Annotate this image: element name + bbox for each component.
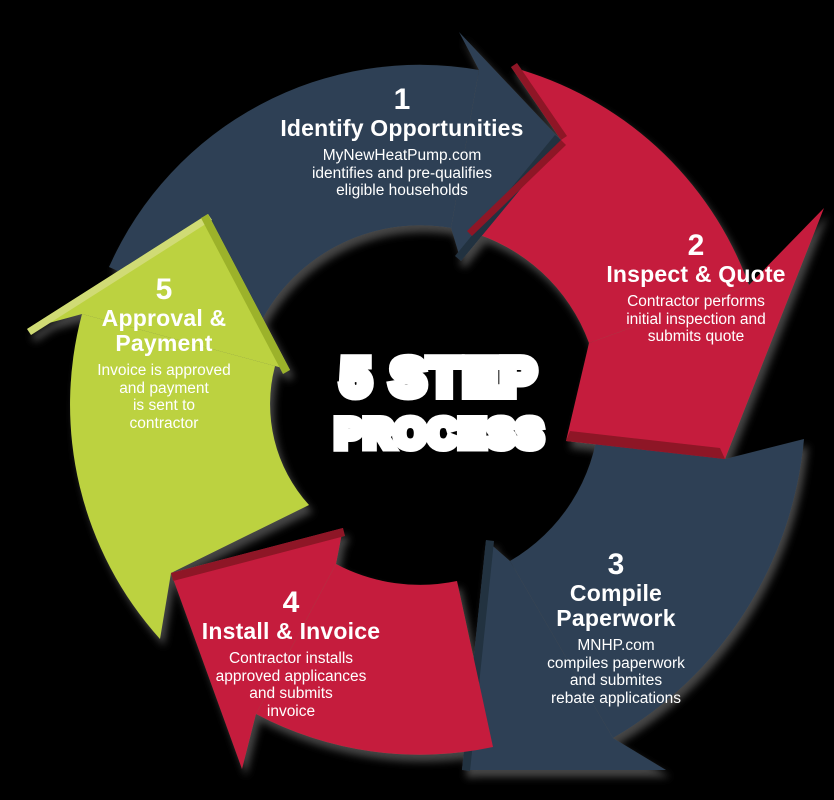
- step-1-body-line-2: identifies and pre-qualifies: [311, 164, 493, 182]
- step-5-description: Invoice is approved and payment is sent …: [39, 362, 289, 432]
- step-2-arrow-head: [566, 208, 824, 459]
- step-5-title-line-2: Payment: [115, 330, 213, 356]
- step-5-number: 5: [155, 273, 173, 306]
- step-1-title: Identify Opportunities: [277, 116, 527, 141]
- step-3-panel: 3 Compile Paperwork MNHP.com compiles pa…: [491, 549, 741, 707]
- step-3-title-line-1: Compile: [569, 580, 663, 606]
- center-title-line-1: 5 STEP: [336, 344, 540, 412]
- step-3-arrow-head: [462, 540, 666, 770]
- step-5-arrow-band: [70, 314, 309, 639]
- step-1-description: MyNewHeatPump.com identifies and pre-qua…: [277, 147, 527, 200]
- step-3-body-line-2: compiles paperwork: [547, 654, 685, 672]
- step-2-body-line-1: Contractor performs: [627, 293, 765, 310]
- step-4-body-line-2: approved applicances: [215, 667, 367, 685]
- step-5-title: Approval & Payment: [39, 306, 289, 356]
- step-3-body-line-4: rebate applications: [550, 689, 682, 707]
- step-2-title-line-1: Inspect & Quote: [606, 261, 786, 287]
- step-2-body-line-2: initial inspection and: [626, 310, 766, 328]
- step-2-tail-fold-a: [511, 63, 567, 140]
- step-2-arrow-fold: [566, 431, 725, 459]
- step-2-body-line-3: submits quote: [647, 328, 745, 345]
- step-4-body-line-3: and submits: [249, 685, 333, 702]
- step-3-body-line-1: MNHP.com: [577, 637, 655, 654]
- step-4-body-line-1: Contractor installs: [228, 650, 354, 667]
- step-2-description: Contractor performs initial inspection a…: [571, 293, 821, 346]
- step-2-tail-fold-b: [467, 140, 566, 236]
- step-5-body-line-3: is sent to: [132, 397, 196, 414]
- step-4-number: 4: [282, 586, 300, 619]
- step-3-description: MNHP.com compiles paperwork and submites…: [491, 637, 741, 707]
- step-3-title: Compile Paperwork: [491, 581, 741, 631]
- step-3-body-line-3: and submites: [569, 672, 663, 689]
- step-1-number: 1: [393, 83, 411, 116]
- step-1-body-line-3: eligible households: [336, 182, 468, 199]
- step-4-body-line-4: invoice: [266, 702, 316, 720]
- step-3-arrow-band: [510, 421, 804, 738]
- step-2-arrow-band: [467, 67, 749, 343]
- step-5-body-line-2: and payment: [119, 379, 209, 397]
- step-2-number: 2: [687, 229, 705, 262]
- step-2-title: Inspect & Quote: [571, 262, 821, 287]
- center-title-line-2: PROCESS: [331, 408, 548, 461]
- step-5-title-line-1: Approval &: [101, 305, 227, 331]
- step-3-number: 3: [607, 548, 625, 581]
- step-2-panel: 2 Inspect & Quote Contractor performs in…: [571, 230, 821, 346]
- step-5-arrow-highlight: [27, 214, 212, 335]
- step-1-arrow-head: [451, 32, 561, 261]
- step-1-title-line-1: Identify Opportunities: [280, 115, 524, 141]
- step-5-body-line-1: Invoice is approved: [97, 362, 231, 379]
- step-4-arrow-head: [171, 528, 343, 769]
- step-5-panel: 5 Approval & Payment Invoice is approved…: [39, 274, 289, 432]
- step-5-arrow-fold: [201, 214, 290, 374]
- center-title: 5 STEP PROCESS: [331, 344, 548, 461]
- step-4-arrow-band: [256, 564, 493, 755]
- step-5-body-line-4: contractor: [129, 414, 199, 432]
- step-4-title-line-1: Install & Invoice: [201, 618, 381, 644]
- step-1-panel: 1 Identify Opportunities MyNewHeatPump.c…: [277, 84, 527, 200]
- step-4-panel: 4 Install & Invoice Contractor installs …: [166, 587, 416, 720]
- step-1-body-line-1: MyNewHeatPump.com: [322, 147, 482, 164]
- step-4-arrow-fold: [171, 528, 345, 581]
- step-3-title-line-2: Paperwork: [556, 605, 676, 631]
- step-4-title: Install & Invoice: [166, 619, 416, 644]
- step-4-description: Contractor installs approved applicances…: [166, 650, 416, 720]
